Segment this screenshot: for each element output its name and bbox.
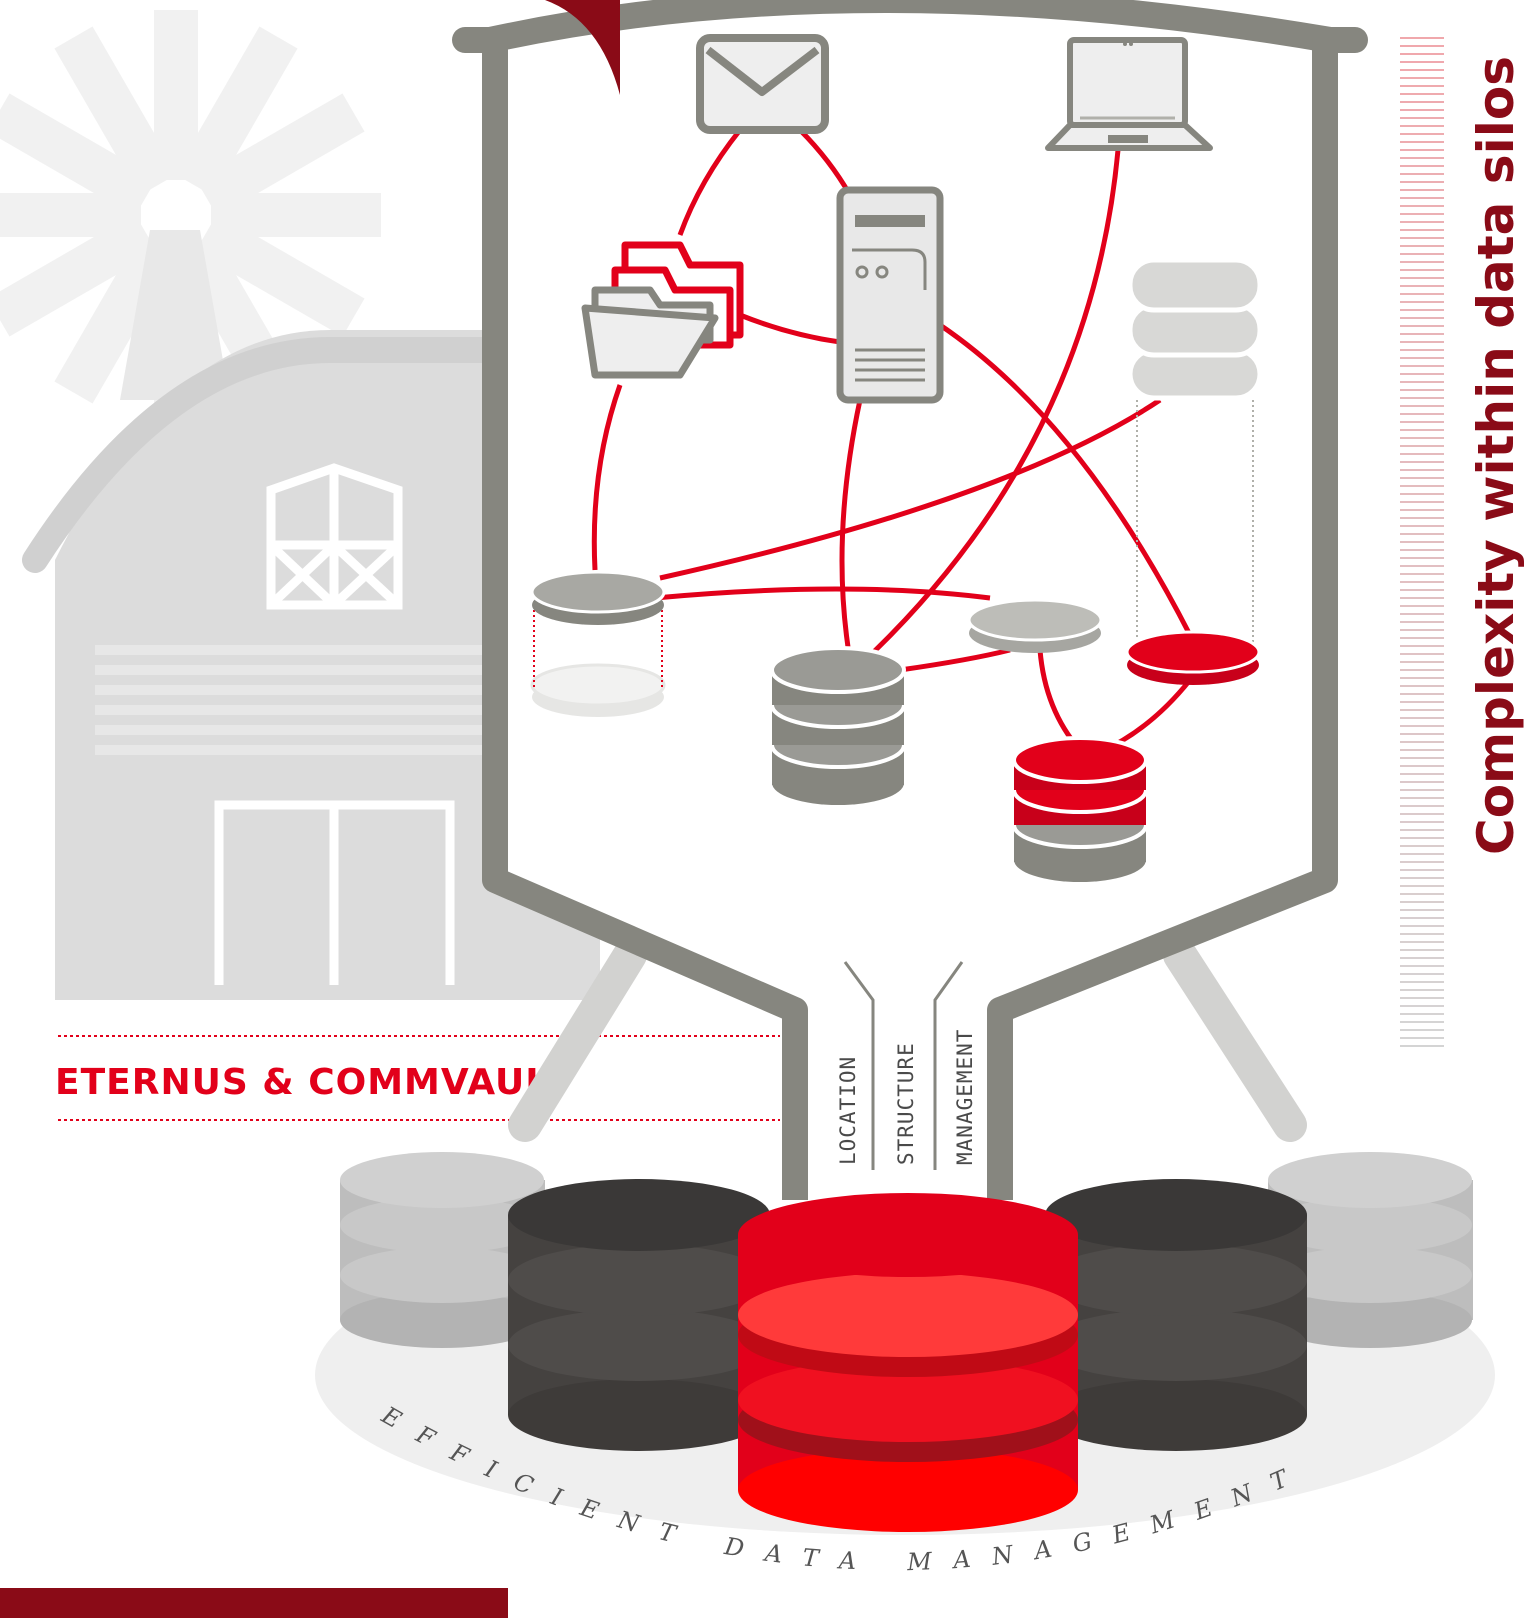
- barn-icon: [22, 330, 613, 1000]
- silo-corner-accent: [545, 0, 620, 95]
- funnel-label-structure: STRUCTURE: [894, 1042, 918, 1165]
- funnel-label-location: LOCATION: [836, 1056, 860, 1165]
- silo-legs: [508, 938, 1307, 1142]
- funnel-label-management: MANAGEMENT: [953, 1029, 977, 1165]
- folder-icon: [581, 241, 744, 379]
- connection-lines: [591, 128, 1193, 755]
- database-cluster: [315, 1152, 1495, 1535]
- windmill-icon: [0, 10, 381, 420]
- server-icon: [836, 186, 944, 404]
- vertical-ruler: [1400, 37, 1444, 1047]
- database-icon: [530, 257, 1263, 882]
- brand-label: ETERNUS & COMMVAULT: [55, 1062, 569, 1103]
- page-title: Complexity within data silos: [1467, 56, 1525, 855]
- footer-bar: [0, 1588, 508, 1618]
- mail-icon: [696, 34, 829, 134]
- laptop-icon: [1045, 37, 1213, 151]
- funnel-dividers: [843, 961, 964, 1170]
